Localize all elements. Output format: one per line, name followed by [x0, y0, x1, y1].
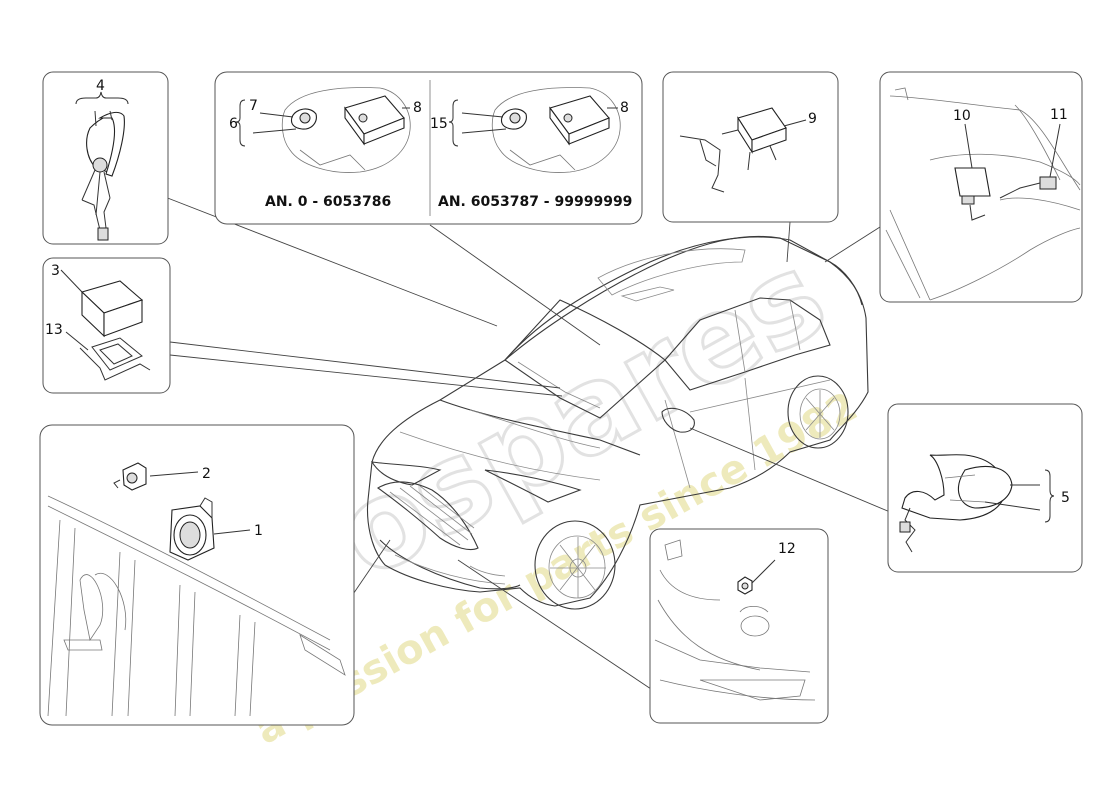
range-right-caption: AN. 6053787 - 99999999 — [438, 194, 632, 210]
callout-7: 7 — [249, 98, 258, 114]
panel-part-9: 9 — [662, 71, 839, 223]
callout-2: 2 — [202, 466, 211, 482]
panel-parts-1-2: 2 1 — [39, 424, 355, 726]
callout-8b: 8 — [620, 100, 629, 116]
callout-11: 11 — [1050, 107, 1068, 123]
callout-10: 10 — [953, 108, 971, 124]
callout-9: 9 — [808, 111, 817, 127]
leader-lines — [164, 196, 891, 696]
callout-1: 1 — [254, 523, 263, 539]
callout-4: 4 — [96, 78, 105, 94]
callout-3: 3 — [51, 263, 60, 279]
panel-part-5: 5 — [887, 403, 1083, 573]
panel-parts-6-7-8-15: 6 7 8 AN. 0 - 6053786 15 8 AN. 6053787 -… — [214, 71, 643, 225]
panel-parts-10-11: 10 11 — [879, 71, 1083, 303]
callout-15: 15 — [430, 116, 448, 132]
callout-6: 6 — [229, 116, 238, 132]
range-left-caption: AN. 0 - 6053786 — [265, 194, 391, 210]
callout-12: 12 — [778, 541, 796, 557]
callout-13: 13 — [45, 322, 63, 338]
car-illustration — [367, 235, 869, 610]
callout-8a: 8 — [413, 100, 422, 116]
panel-parts-3-13: 3 13 — [42, 257, 171, 394]
callout-5: 5 — [1061, 490, 1070, 506]
panel-part-4: 4 — [42, 71, 169, 245]
panel-part-12: 12 — [649, 528, 829, 724]
